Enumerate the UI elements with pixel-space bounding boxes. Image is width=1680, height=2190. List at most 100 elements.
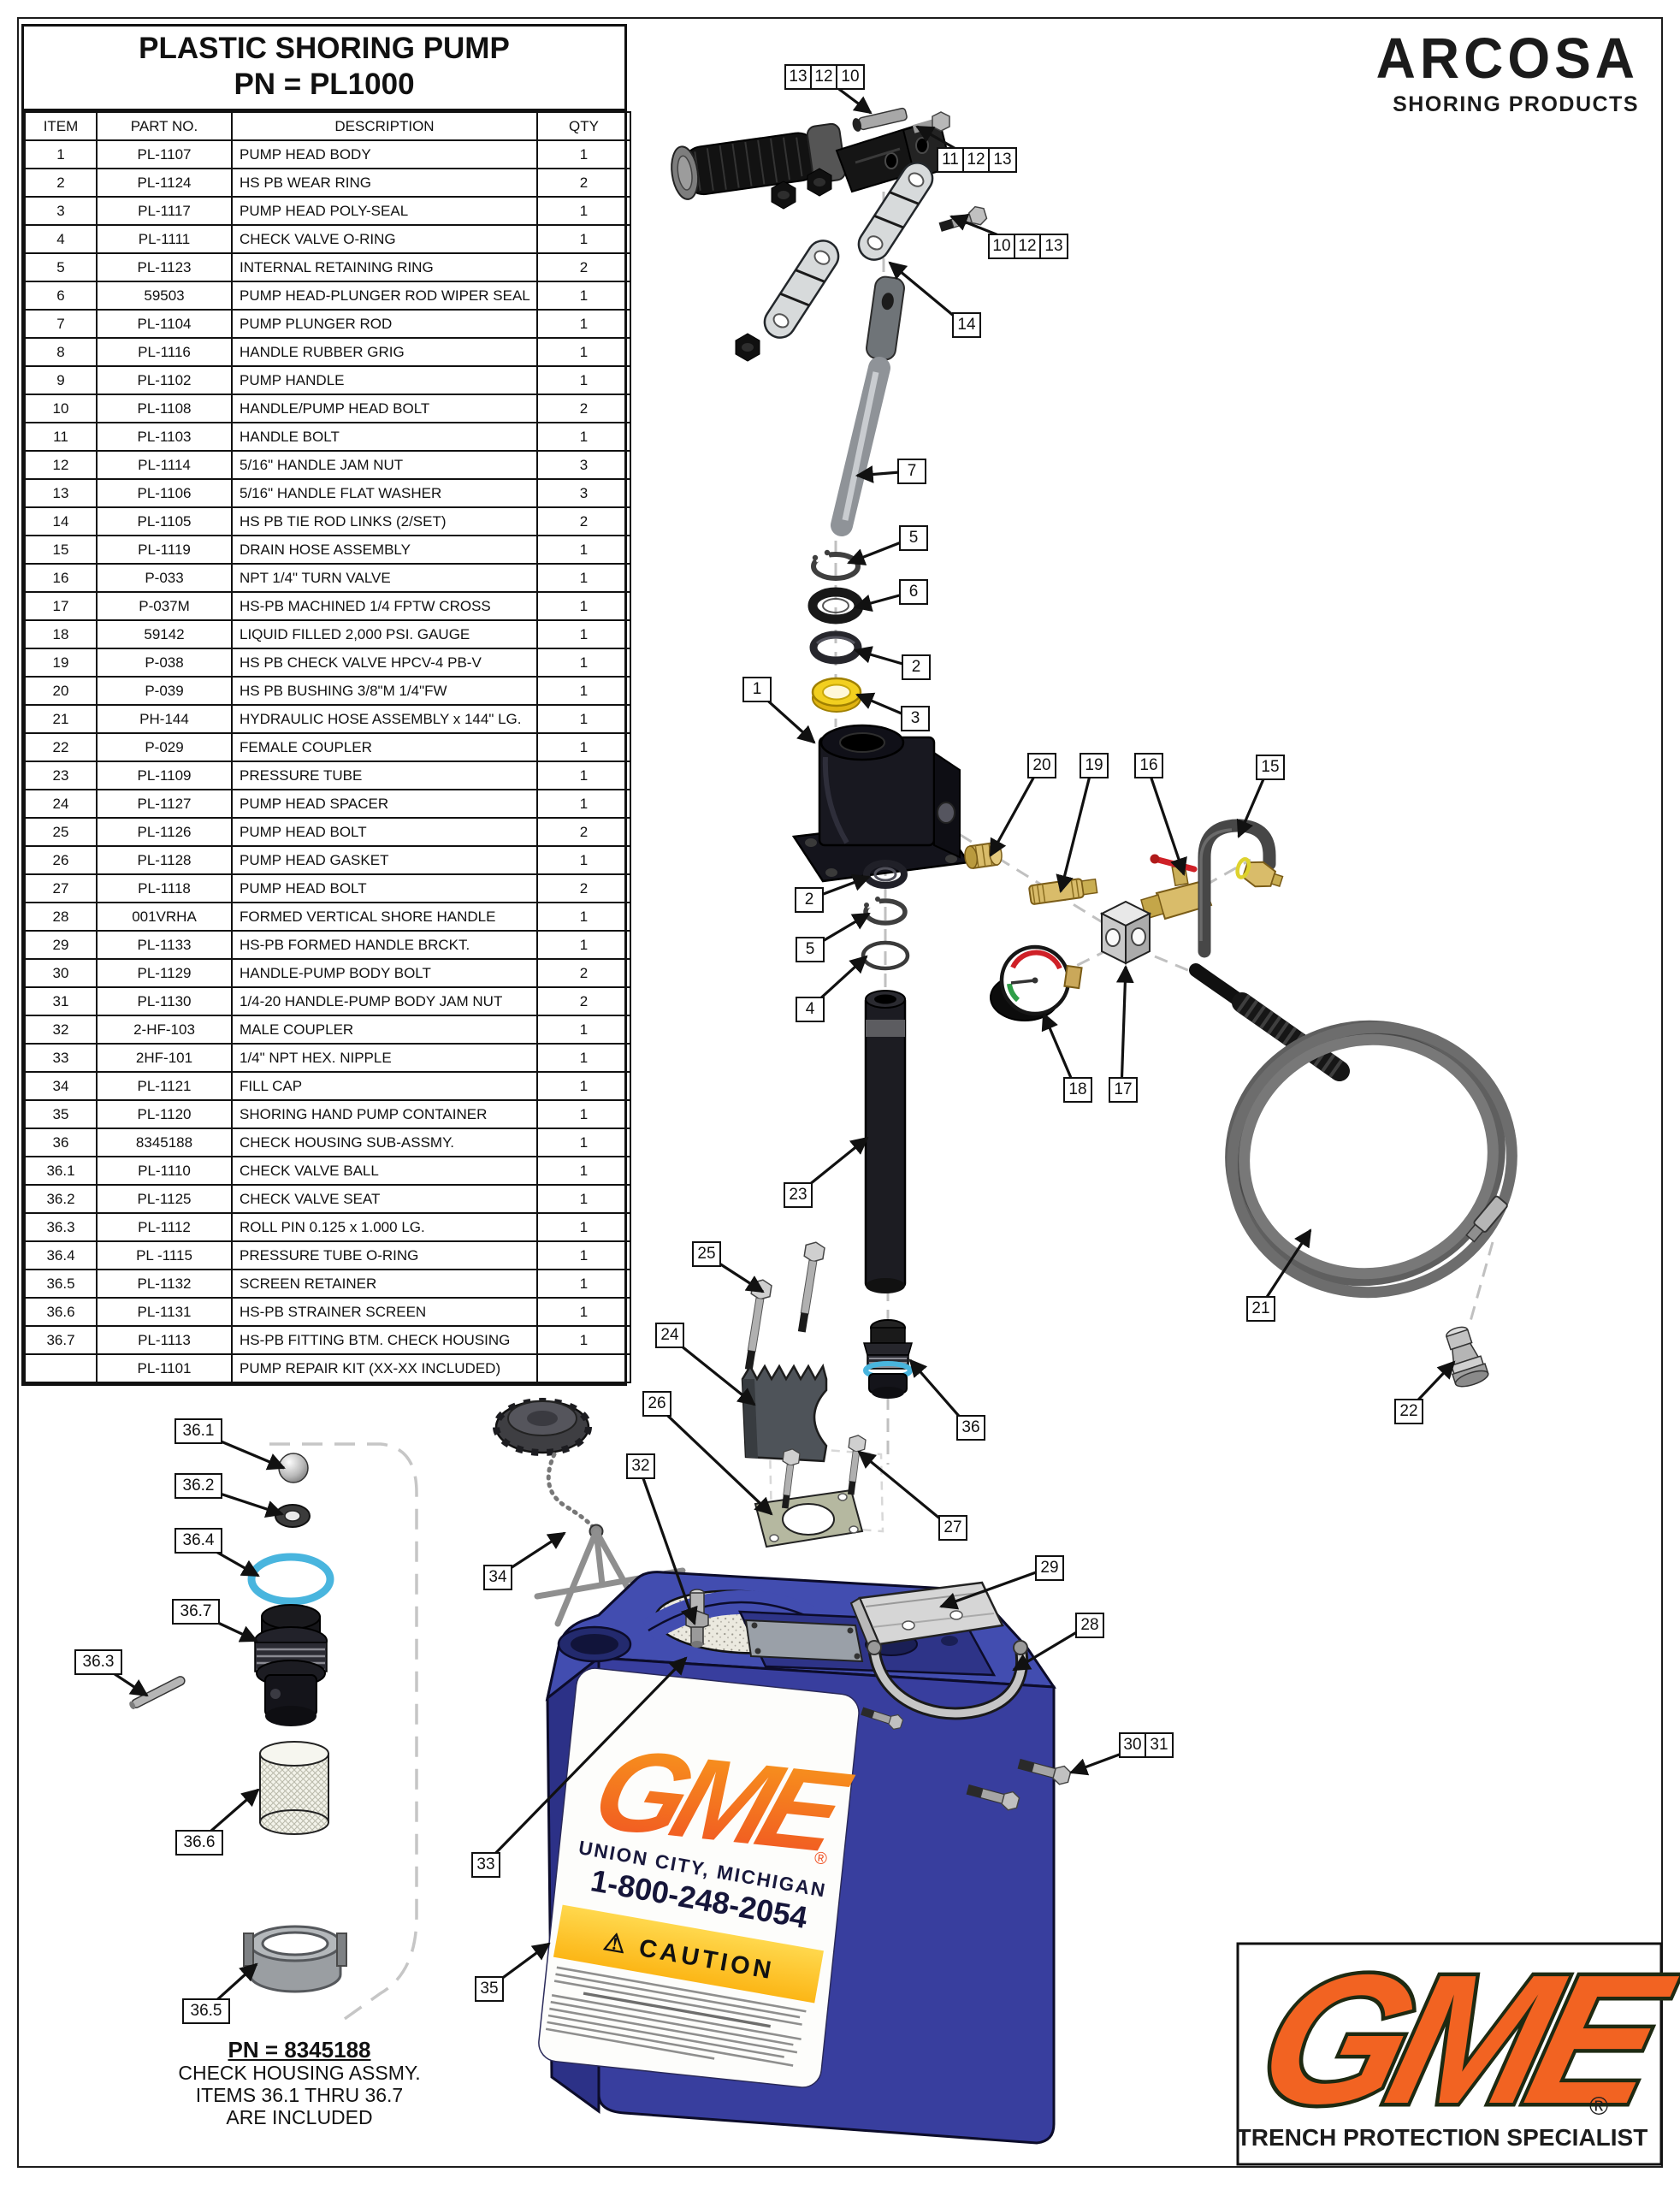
retaining-ring-5: [811, 547, 861, 581]
label-registered: ®: [813, 1849, 828, 1868]
fill-cap-34: [493, 1398, 686, 1627]
handle-bracket-29: [849, 1581, 1004, 1649]
tie-rod-link-right: [857, 162, 934, 261]
table-title-line2: PN = PL1000: [234, 68, 415, 101]
check-valve-seat-36-2: [275, 1504, 311, 1528]
wear-ring-2-upper: [809, 630, 862, 665]
retaining-ring-5-lower: [863, 894, 908, 926]
label-gme-wordmark: GME: [579, 1725, 865, 1876]
subassembly-note-line: ITEMS 36.1 THRU 36.7: [195, 2083, 404, 2106]
poly-seal-3: [811, 677, 862, 713]
pump-head-bolt-25b: [797, 1241, 825, 1333]
pump-head-bolt-25a: [744, 1279, 772, 1370]
wiper-seal-6: [807, 587, 864, 624]
arcosa-logo: ARCOSA SHORING PRODUCTS: [1375, 26, 1639, 117]
pump-head-bolt-27b: [781, 1448, 801, 1509]
hose-end-fitting: [1465, 1195, 1508, 1243]
strainer-screen-36-6: [259, 1741, 329, 1835]
container-label: GME ® UNION CITY, MICHIGAN 1-800-248-205…: [538, 1667, 865, 2088]
gme-wordmark: GME: [1242, 1937, 1680, 2142]
gme-registered: ®: [1589, 2092, 1608, 2121]
shore-handle-28: [867, 1640, 1029, 1720]
pump-head-gasket-26: [754, 1489, 864, 1548]
body-bolt-31: [966, 1784, 1020, 1811]
hydraulic-hose-21: [1189, 963, 1517, 1299]
pump-handle-assembly: [671, 107, 988, 362]
roll-pin-36-3: [129, 1676, 186, 1710]
drain-hose-15: [1198, 819, 1284, 958]
subassembly-note-line: CHECK HOUSING ASSMY.: [178, 2062, 421, 2085]
col-qty: QTY: [536, 111, 631, 141]
female-coupler-22: [1446, 1326, 1489, 1388]
table-header-row: ITEM PART NO. DESCRIPTION QTY: [24, 111, 631, 141]
check-housing-36: [863, 1319, 913, 1399]
arcosa-wordmark: ARCOSA: [1375, 26, 1639, 91]
fptw-cross-17: [1099, 900, 1152, 965]
handle-pivot-pin: [852, 107, 908, 132]
label-fine-print: [545, 1966, 807, 2067]
subassembly-note: PN = 8345188 CHECK HOUSING ASSMY. ITEMS …: [150, 2037, 449, 2128]
subassembly-pn: PN = 8345188: [228, 2037, 371, 2063]
tie-rod-link-left: [763, 240, 840, 339]
body-bolt-installed: [861, 1707, 904, 1730]
arcosa-subtitle: SHORING PRODUCTS: [1393, 92, 1639, 116]
table-title-line1: PLASTIC SHORING PUMP: [139, 32, 510, 65]
parts-table: PLASTIC SHORING PUMP PN = PL1000 ITEM PA…: [21, 24, 631, 1386]
pressure-gauge-18: [990, 944, 1083, 1021]
bottom-fitting-36-7: [254, 1604, 328, 1726]
pump-head-spacer-24: [741, 1363, 828, 1463]
handle-jam-nuts: [735, 168, 832, 362]
screen-retainer-36-5: [243, 1925, 347, 1993]
page-border: [17, 17, 1663, 2168]
pump-container-35: GME ® UNION CITY, MICHIGAN 1-800-248-205…: [538, 1571, 1072, 2145]
leader-arrows: [96, 75, 1456, 2013]
pump-handle: [835, 118, 953, 193]
gme-tagline: TRENCH PROTECTION SPECIALIST: [1237, 2124, 1648, 2151]
col-item: ITEM: [24, 111, 98, 141]
col-description: DESCRIPTION: [231, 111, 538, 141]
